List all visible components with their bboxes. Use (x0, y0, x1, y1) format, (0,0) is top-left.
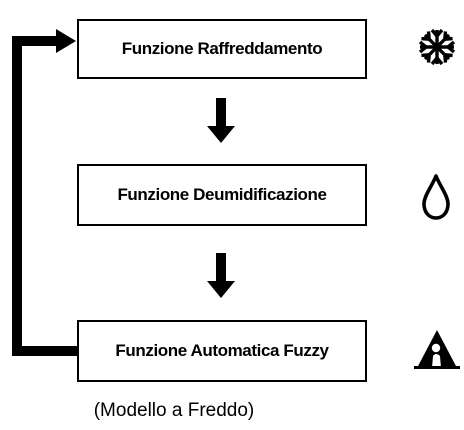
mode-label-dehumidification: Funzione Deumidificazione (117, 185, 327, 204)
return-loop-arrow (12, 29, 77, 356)
mode-box-dehumidification: Funzione Deumidificazione (77, 164, 367, 226)
down-arrow-2 (207, 253, 235, 298)
water-drop-icon (422, 174, 450, 220)
mode-box-cooling: Funzione Raffreddamento (77, 19, 367, 79)
snowflake-icon (418, 28, 456, 66)
mode-label-auto-fuzzy: Funzione Automatica Fuzzy (115, 341, 329, 360)
model-caption: (Modello a Freddo) (93, 400, 255, 421)
mode-box-auto-fuzzy: Funzione Automatica Fuzzy (77, 320, 367, 382)
fuzzy-person-icon (414, 330, 460, 369)
mode-label-cooling: Funzione Raffreddamento (121, 39, 323, 58)
down-arrow-1 (207, 98, 235, 143)
